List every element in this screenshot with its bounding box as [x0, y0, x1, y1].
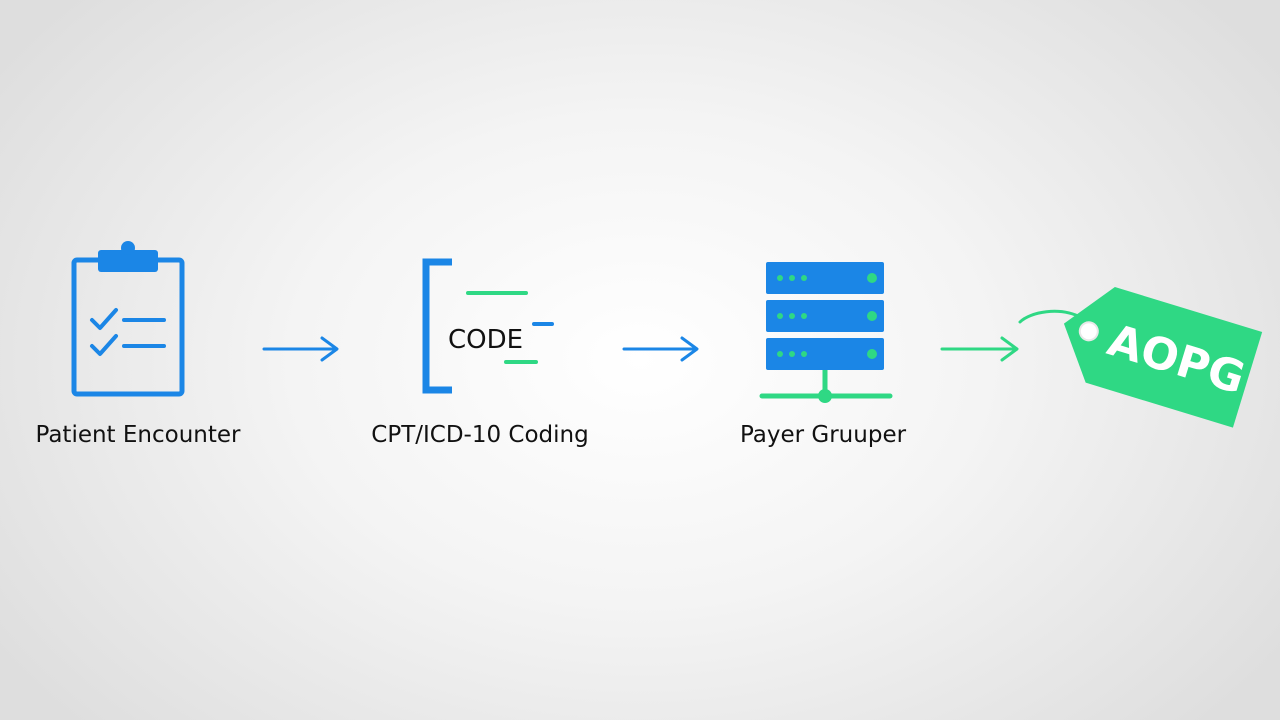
code-bracket-icon: CODE — [422, 258, 554, 394]
step-label-payer-grouper: Payer Gruuper — [739, 422, 907, 448]
arrow-right-icon — [262, 336, 339, 362]
arrow-right-icon — [622, 336, 699, 362]
step-label-coding: CPT/ICD-10 Coding — [371, 422, 589, 448]
server-stack-icon — [759, 262, 893, 403]
price-tag-icon: AOPG — [1018, 286, 1263, 428]
step-label-patient-encounter: Patient Encounter — [35, 422, 241, 448]
clipboard-checklist-icon — [71, 241, 185, 397]
code-icon-text: CODE — [448, 325, 523, 355]
arrow-right-green-icon — [940, 336, 1019, 362]
